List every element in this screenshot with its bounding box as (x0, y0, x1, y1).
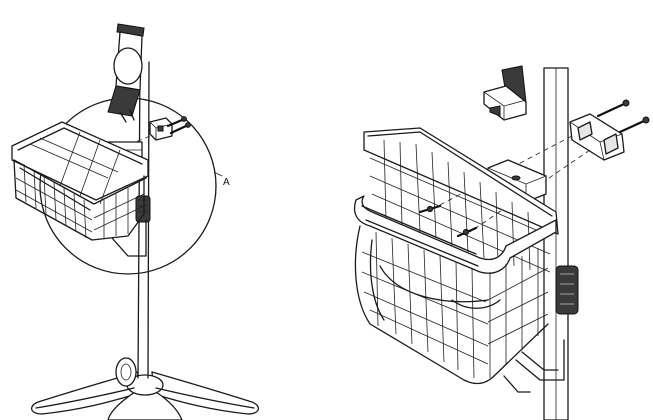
left-overview: A (11, 23, 259, 420)
caster-wheel (115, 357, 137, 387)
detail-callout-label: A (223, 177, 230, 188)
screw-upper (596, 99, 630, 118)
bracket-detail (149, 117, 173, 141)
tablet-mount-closeup (483, 65, 527, 121)
mounting-bracket (569, 113, 625, 161)
screw-2 (169, 122, 191, 135)
clamp-knob (555, 265, 579, 315)
tablet-holder (107, 23, 145, 123)
wire-basket-closeup (353, 127, 565, 393)
basket-screw-2 (456, 226, 478, 238)
screw-1 (166, 116, 187, 128)
right-closeup (353, 65, 650, 420)
wire-basket-left (11, 121, 149, 257)
stand-base (31, 371, 259, 420)
basket-screw-1 (418, 204, 442, 214)
screw-lower (618, 116, 650, 134)
